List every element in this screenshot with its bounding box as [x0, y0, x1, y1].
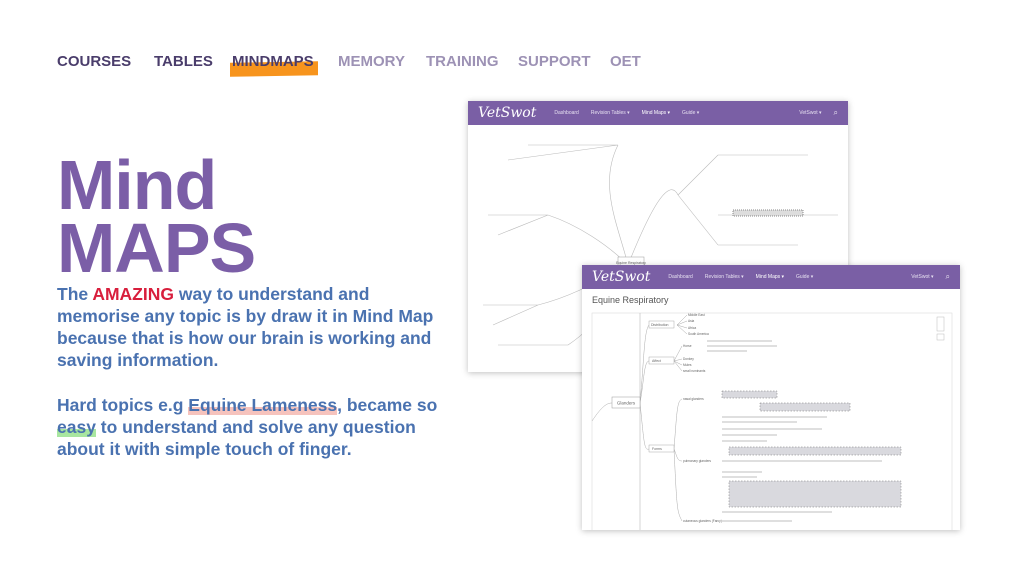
intro-paragraph: The AMAZING way to understand and memori…	[57, 284, 434, 370]
branch-affect: Affect	[652, 359, 661, 363]
menu-dashboard[interactable]: Dashboard	[668, 274, 693, 280]
branch-forms: Forms	[652, 447, 662, 451]
app-header: VetSwot Dashboard Revision Tables ▾ Mind…	[582, 265, 960, 289]
affect-item: Mules	[683, 363, 692, 367]
menu-mind-maps[interactable]: Mind Maps ▾	[755, 274, 785, 280]
fit-view-button[interactable]	[936, 333, 945, 341]
distribution-item: Middle East	[688, 313, 705, 317]
root-node: Equine Respiratory	[616, 261, 646, 265]
node-glanders: Glanders	[617, 401, 636, 406]
lameness-paragraph: Hard topics e.g Equine Lameness, became …	[57, 395, 438, 459]
app-screenshot-detail: VetSwot Dashboard Revision Tables ▾ Mind…	[582, 265, 960, 530]
nav-mindmaps[interactable]: MINDMAPS	[230, 53, 318, 77]
user-menu[interactable]: VetSwot ▾	[911, 274, 934, 280]
hero-title-line2: MAPS	[57, 209, 256, 287]
menu-guide[interactable]: Guide ▾	[682, 110, 700, 116]
affect-item: small ruminants	[683, 369, 706, 373]
forms-item: cutaneous glanders (Farcy)	[683, 519, 722, 523]
menu-revision-tables[interactable]: Revision Tables ▾	[704, 274, 744, 280]
distribution-item: Africa	[688, 326, 696, 330]
easy-highlight: easy	[57, 417, 96, 437]
branch-distribution: Distribution	[651, 323, 669, 327]
hero-title-line1: Mind	[57, 146, 217, 224]
search-icon[interactable]: ⌕	[945, 272, 950, 281]
user-menu[interactable]: VetSwot ▾	[799, 110, 822, 116]
distribution-item: South America	[688, 332, 709, 336]
forms-item: pulmonary glanders	[683, 459, 711, 463]
nav-oet[interactable]: OET	[610, 53, 641, 70]
equine-lameness-link[interactable]: Equine Lameness	[188, 395, 338, 415]
vetswot-logo: VetSwot	[478, 105, 537, 121]
affect-item: Horse	[683, 344, 692, 348]
distribution-item: Asia	[688, 319, 694, 323]
zoom-controls[interactable]	[936, 316, 945, 332]
forms-item: nasal glanders	[683, 397, 704, 401]
app-header: VetSwot Dashboard Revision Tables ▾ Mind…	[468, 101, 848, 125]
nav-support[interactable]: SUPPORT	[518, 53, 591, 70]
menu-dashboard[interactable]: Dashboard	[554, 110, 579, 116]
nav-memory[interactable]: MEMORY	[338, 53, 405, 70]
nav-mindmaps-label: MINDMAPS	[232, 53, 314, 70]
menu-mind-maps[interactable]: Mind Maps ▾	[641, 110, 671, 116]
menu-revision-tables[interactable]: Revision Tables ▾	[590, 110, 630, 116]
vetswot-logo: VetSwot	[592, 269, 651, 285]
search-icon[interactable]: ⌕	[833, 108, 838, 117]
menu-guide[interactable]: Guide ▾	[796, 274, 814, 280]
nav-training[interactable]: TRAINING	[426, 53, 499, 70]
affect-item: Donkey	[683, 357, 694, 361]
nav-tables[interactable]: TABLES	[154, 53, 213, 70]
amazing-highlight: AMAZING	[92, 284, 174, 304]
page-title: Equine Respiratory	[592, 295, 669, 305]
nav-courses[interactable]: COURSES	[57, 53, 132, 70]
mindmap-detail: Glanders Distribution Middle East Asia A…	[591, 312, 953, 530]
